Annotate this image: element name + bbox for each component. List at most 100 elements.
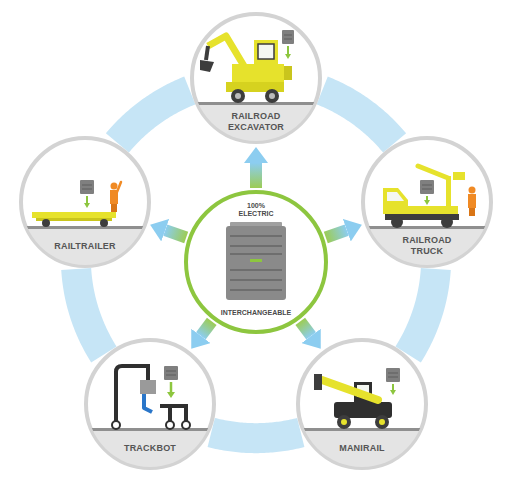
truck-illustration (385, 214, 459, 220)
spoke-arrow (201, 321, 212, 336)
truck-illustration (446, 176, 451, 206)
battery-icon (164, 366, 178, 398)
worker-figure (468, 187, 476, 217)
battery-icon (426, 196, 428, 202)
rail-ground (19, 228, 151, 272)
circle-outline (15, 132, 155, 272)
worker-figure (110, 182, 121, 212)
manirail-illustration (379, 419, 385, 425)
circle-outline (80, 334, 220, 474)
battery-icon (386, 368, 400, 395)
railtrailer-illustration (32, 212, 116, 218)
circle-shape (363, 138, 491, 266)
battery-icon (422, 185, 432, 189)
circle-shape (192, 14, 320, 142)
ring-segment (76, 269, 104, 354)
rail-ground (190, 104, 322, 148)
excavator-illustration (231, 89, 245, 103)
vehicle-circle: RAILROAD TRUCK (361, 136, 493, 268)
battery-icon (282, 30, 294, 44)
battery-icon (80, 180, 94, 208)
manirail-illustration (314, 374, 392, 429)
excavator-illustration (232, 64, 284, 82)
manirail-illustration (314, 374, 322, 390)
trackbot-illustration (140, 380, 156, 394)
circle-shape (21, 138, 149, 266)
vehicle-circle: MANIRAIL (296, 338, 428, 470)
ring-segment (117, 90, 189, 142)
circle-shape (298, 340, 426, 468)
vehicle-label: RAILTRAILER (48, 241, 122, 252)
battery-icon (164, 366, 178, 380)
worker-figure (117, 182, 121, 192)
trackbot-illustration (144, 394, 152, 412)
truck-illustration (391, 216, 403, 228)
rail-ground (296, 428, 428, 474)
railtrailer-illustration (32, 212, 116, 227)
truck-illustration (418, 166, 448, 178)
excavator-illustration (200, 36, 292, 103)
spoke-arrow (250, 163, 262, 188)
spoke-arrow (326, 230, 347, 237)
truck-illustration (387, 192, 404, 201)
battery-icon (167, 392, 175, 398)
excavator-illustration (265, 89, 279, 103)
spoke-arrow (300, 321, 311, 336)
battery-icon (287, 46, 289, 56)
battery-icon (86, 196, 88, 205)
railtrailer-illustration (42, 219, 50, 227)
spoke-group (165, 163, 347, 336)
excavator-illustration (258, 44, 274, 59)
battery-icon (390, 390, 396, 395)
ring-segment (322, 90, 394, 142)
excavator-illustration (226, 82, 284, 92)
worker-figure (469, 208, 475, 216)
circle-shape (186, 192, 326, 332)
rail-ground (361, 226, 493, 272)
central-battery (230, 236, 282, 290)
central-battery (230, 222, 282, 228)
vehicle-label: RAILROAD TRUCK (390, 235, 464, 257)
worker-figure (111, 183, 118, 190)
manirail-illustration (375, 415, 389, 429)
rail-ground (361, 228, 493, 272)
circle-outline (292, 334, 432, 474)
excavator-illustration (254, 40, 278, 66)
battery-icon (282, 30, 294, 59)
battery-icon (388, 373, 398, 377)
worker-figure (469, 187, 476, 194)
truck-illustration (441, 216, 453, 228)
truck-illustration (383, 188, 408, 214)
central-battery (226, 222, 286, 300)
vehicle-label: RAILROAD EXCAVATOR (219, 111, 293, 133)
hub-label: 100% ELECTRIC (234, 202, 278, 218)
truck-illustration (383, 166, 465, 228)
manirail-illustration (337, 415, 351, 429)
worker-figure (110, 190, 118, 204)
rail-ground (84, 428, 216, 431)
battery-icon (424, 200, 430, 205)
battery-icon (166, 371, 176, 375)
excavator-illustration (269, 93, 275, 99)
battery-icon (82, 185, 92, 189)
rail-ground (190, 102, 322, 148)
vehicle-circle: RAILROAD EXCAVATOR (190, 12, 322, 144)
rail-ground (361, 226, 493, 229)
manirail-illustration (322, 380, 378, 400)
rail-ground (19, 226, 151, 229)
battery-icon (284, 35, 292, 39)
battery-icon (285, 54, 291, 59)
trackbot-illustration (112, 366, 190, 429)
manirail-illustration (334, 402, 392, 418)
trackbot-illustration (182, 421, 190, 429)
rail-ground (84, 428, 216, 474)
central-battery (250, 259, 262, 262)
trackbot-illustration (166, 421, 174, 429)
manirail-illustration (341, 419, 347, 425)
truck-illustration (453, 172, 465, 180)
trackbot-illustration (160, 406, 186, 424)
battery-icon (420, 180, 434, 194)
railtrailer-illustration (100, 219, 108, 227)
